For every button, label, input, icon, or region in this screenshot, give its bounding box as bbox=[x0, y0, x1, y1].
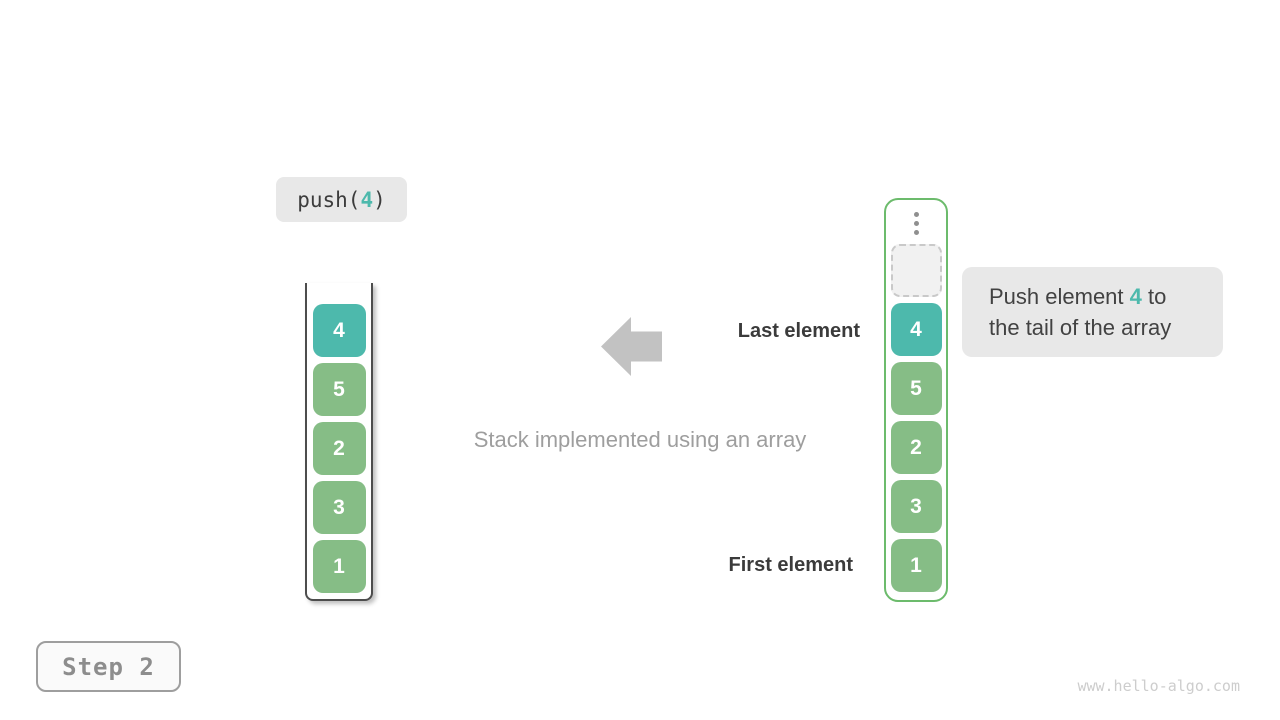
push-tooltip: Push element 4 to the tail of the array bbox=[962, 267, 1223, 357]
operation-suffix: ) bbox=[373, 187, 386, 212]
array-item: 5 bbox=[890, 362, 942, 415]
array-item: 1 bbox=[890, 539, 942, 592]
tooltip-line-2: the tail of the array bbox=[989, 315, 1172, 340]
stack-item: 2 bbox=[312, 422, 366, 475]
array-item: 4 bbox=[890, 303, 942, 356]
step-badge: Step 2 bbox=[36, 641, 181, 692]
stack-item: 4 bbox=[312, 304, 366, 357]
stack-item: 1 bbox=[312, 540, 366, 593]
stack-item: 3 bbox=[312, 481, 366, 534]
watermark: www.hello-algo.com bbox=[1077, 677, 1240, 695]
left-arrow-icon bbox=[601, 317, 662, 376]
array-item: 2 bbox=[890, 421, 942, 474]
tooltip-line-1: Push element 4 to bbox=[989, 284, 1167, 309]
array-container: 4 5 2 3 1 bbox=[884, 198, 948, 602]
stack-item: 5 bbox=[312, 363, 366, 416]
diagram-caption: Stack implemented using an array bbox=[473, 427, 807, 452]
operation-arg: 4 bbox=[360, 187, 374, 212]
operation-prefix: push( bbox=[297, 187, 361, 212]
empty-array-slot bbox=[890, 244, 942, 297]
array-item: 3 bbox=[890, 480, 942, 533]
stack-container: 4 5 2 3 1 bbox=[305, 283, 373, 601]
last-element-label: Last element bbox=[737, 320, 860, 342]
operation-label: push(4) bbox=[276, 177, 407, 222]
tooltip-highlight: 4 bbox=[1129, 284, 1142, 309]
first-element-label: First element bbox=[728, 554, 853, 576]
vertical-ellipsis-icon bbox=[913, 212, 919, 235]
